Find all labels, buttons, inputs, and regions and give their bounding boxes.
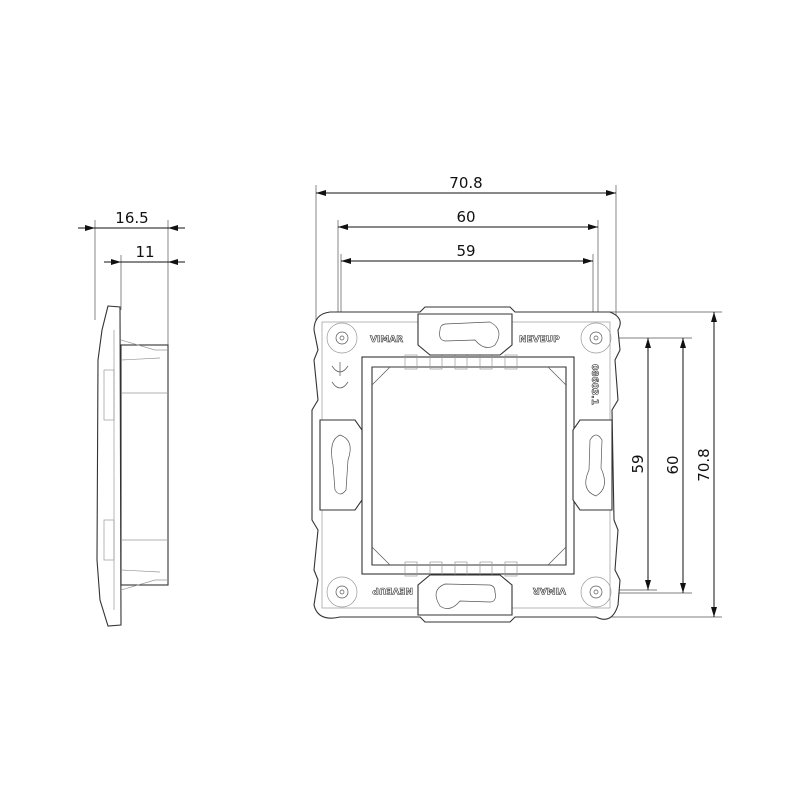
brand-marking: VIMAR bbox=[370, 335, 403, 345]
dimension-height-overall: 70.8 bbox=[695, 312, 717, 617]
code-marking: 08603.1 bbox=[589, 364, 599, 405]
dimension-label: 59 bbox=[456, 242, 475, 260]
dimension-width-fixing: 60 bbox=[338, 208, 598, 230]
dimension-label: 70.8 bbox=[449, 174, 482, 192]
mounting-frame: VIMAR NEVEUP 08603.1 NEVEUP VIMAR bbox=[311, 306, 621, 623]
brand-marking-rotated: VIMAR bbox=[533, 585, 566, 595]
dimension-width-inner: 59 bbox=[341, 242, 593, 264]
dimension-label: 11 bbox=[135, 243, 154, 261]
dimension-label: 70.8 bbox=[695, 448, 713, 481]
dimension-height-inner: 59 bbox=[629, 338, 651, 590]
side-profile bbox=[96, 305, 169, 627]
fixing-hole-bottom-left bbox=[326, 576, 358, 608]
dimension-label: 60 bbox=[664, 455, 682, 474]
dimension-height-fixing: 60 bbox=[664, 338, 686, 593]
front-view: 70.8 60 59 59 60 70.8 bbox=[311, 174, 722, 623]
dimension-label: 59 bbox=[629, 454, 647, 473]
slot-left bbox=[319, 419, 363, 511]
dimension-width-overall: 70.8 bbox=[316, 174, 616, 196]
slot-top bbox=[417, 313, 513, 356]
dimension-label: 60 bbox=[456, 208, 475, 226]
side-view: 16.5 11 bbox=[78, 209, 185, 627]
fixing-hole-bottom-right bbox=[580, 576, 612, 608]
earth-symbol-icon bbox=[331, 362, 349, 389]
slot-right bbox=[572, 419, 613, 511]
dimension-label: 16.5 bbox=[115, 209, 148, 227]
fixing-hole-top-left bbox=[326, 322, 358, 354]
slot-bottom bbox=[417, 574, 513, 616]
dimension-body-depth: 11 bbox=[104, 243, 185, 265]
series-marking: NEVEUP bbox=[519, 335, 560, 345]
fixing-hole-top-right bbox=[580, 322, 612, 354]
dimension-overall-depth: 16.5 bbox=[78, 209, 185, 231]
series-marking-rotated: NEVEUP bbox=[372, 585, 413, 595]
